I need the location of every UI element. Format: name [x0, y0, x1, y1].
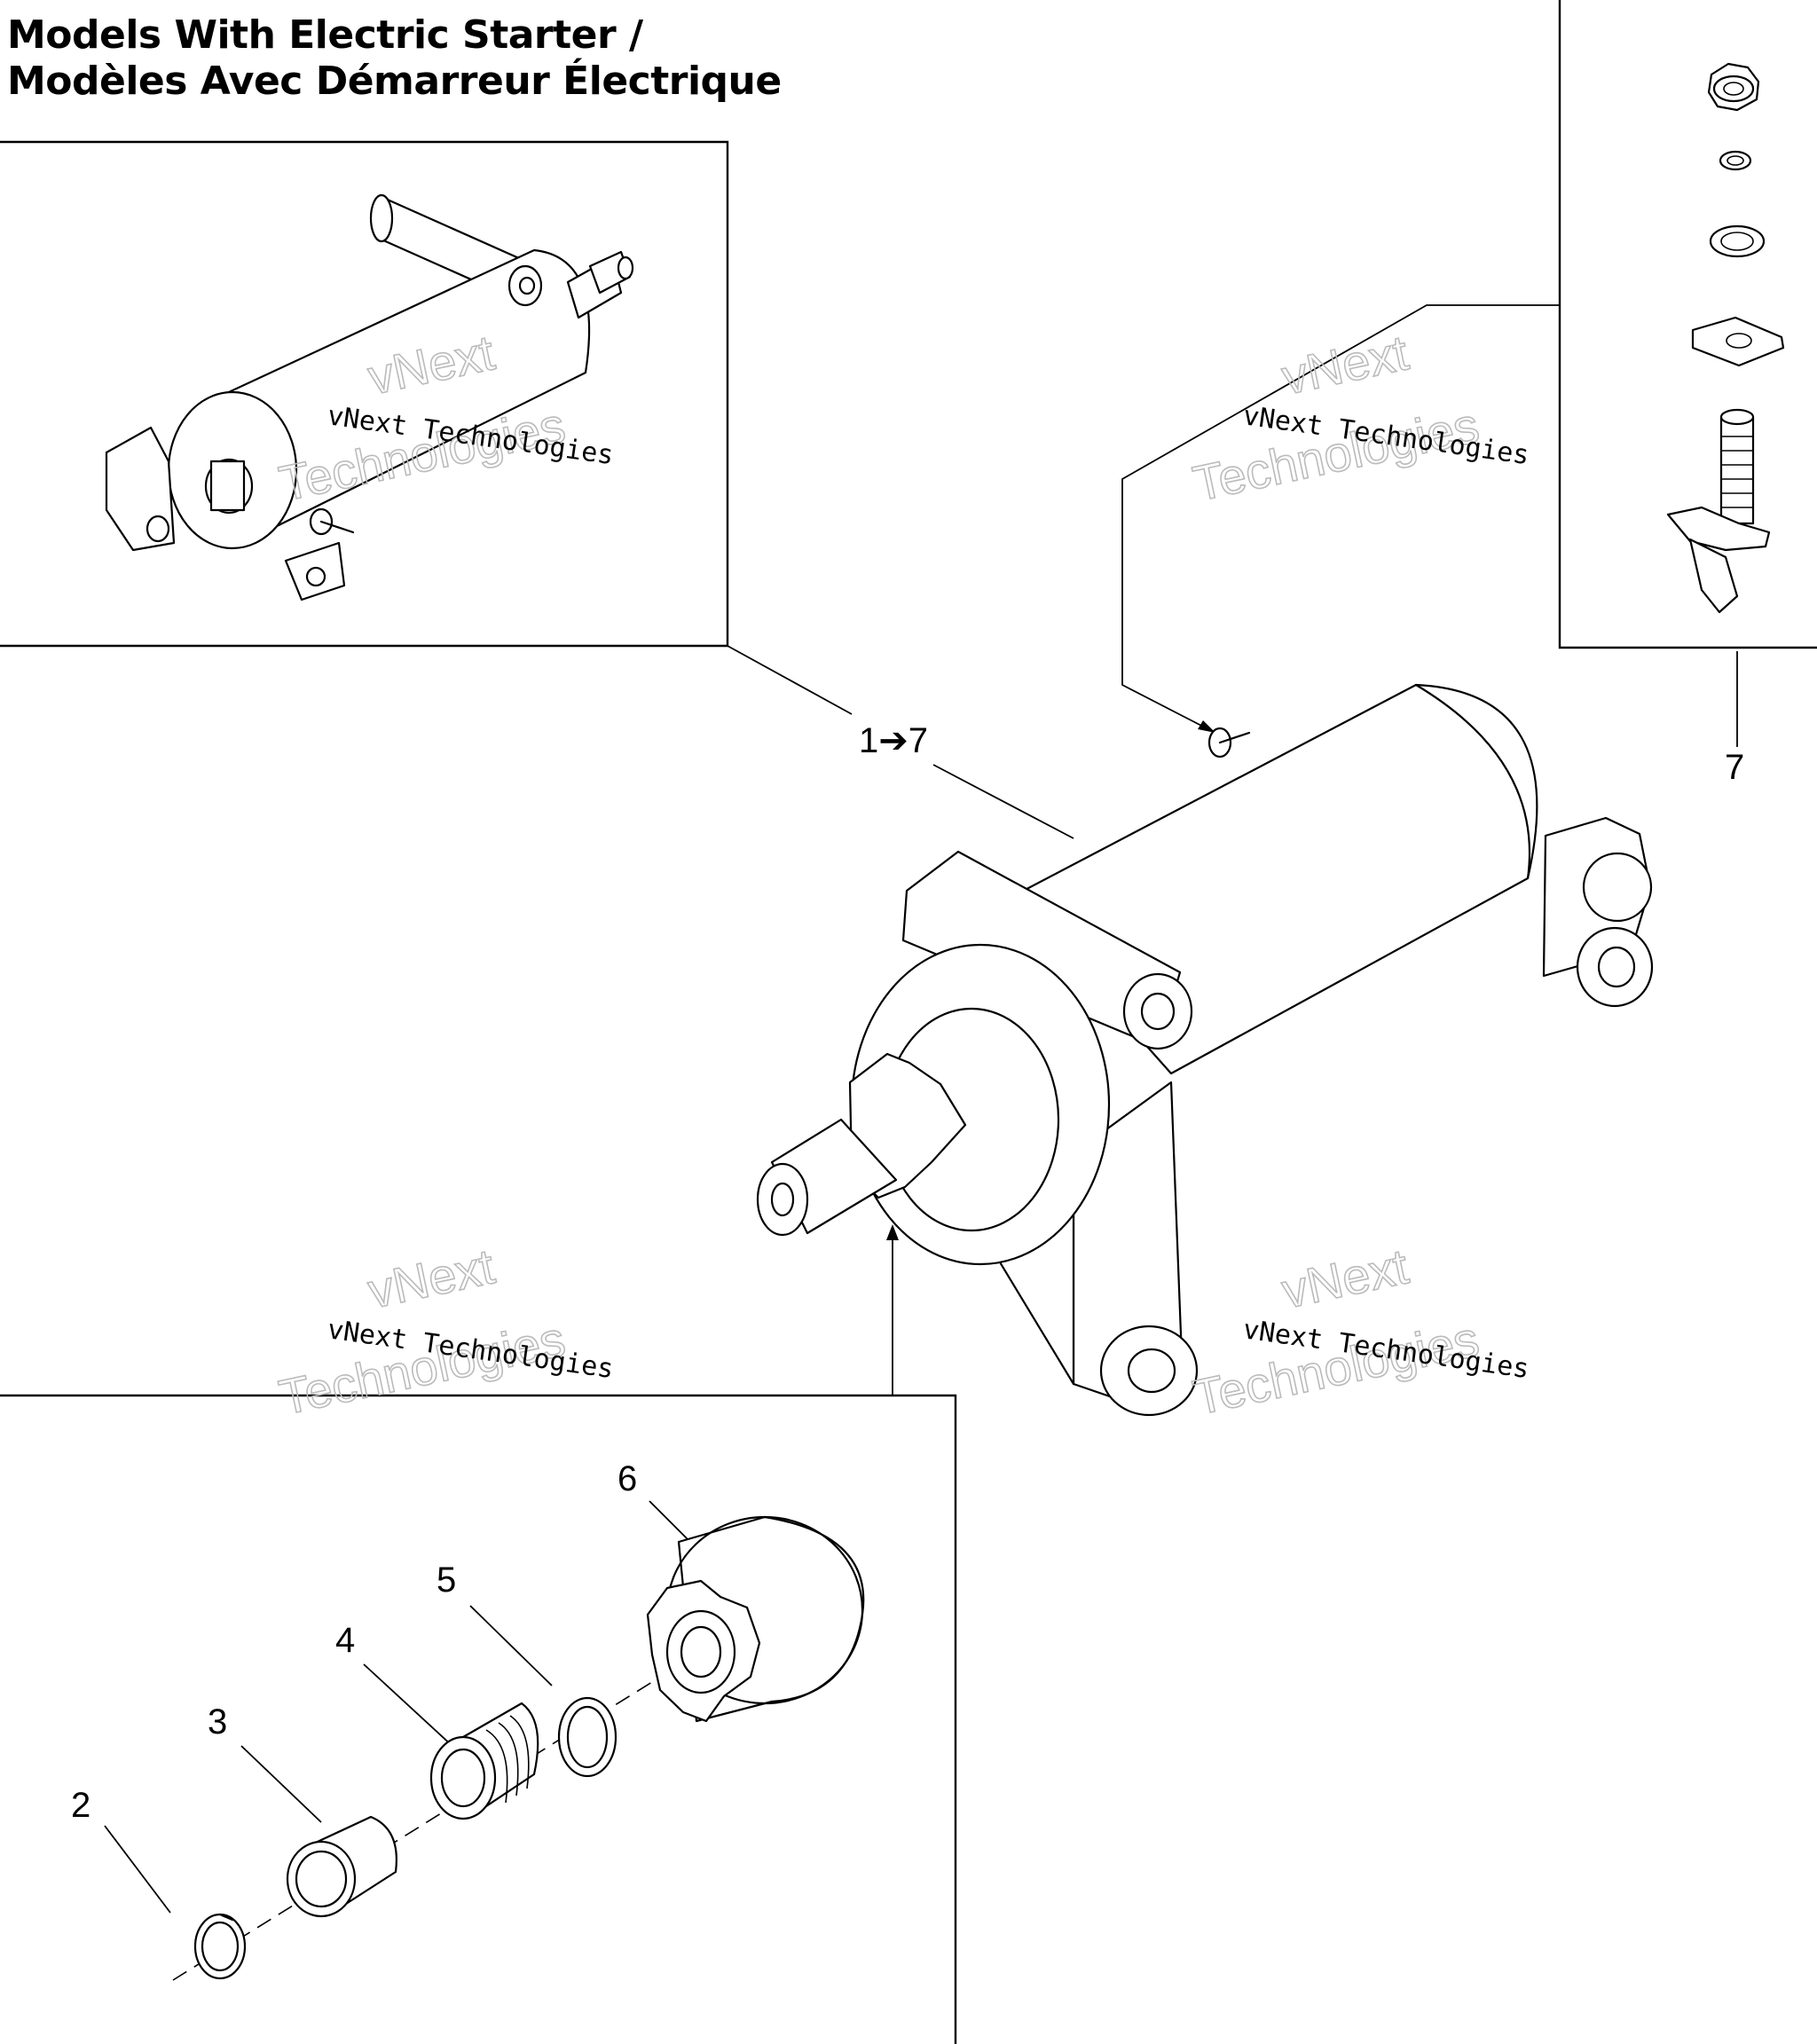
- top-left-inset-frame: [0, 140, 729, 648]
- callout-assembly-1-to-7: 1➔7: [859, 721, 928, 760]
- callout-labels: 1➔7 7 2 3 4 5 6: [71, 721, 1744, 1825]
- terminal-hardware-stack: [1666, 62, 1785, 614]
- bottom-left-inset-frame: [0, 1394, 957, 2044]
- watermark-bottom-left: vNext Technologies vNext Technologies: [274, 1237, 616, 1426]
- part-4-threaded-collar: [429, 1702, 539, 1820]
- watermark-bottom-right: vNext Technologies vNext Technologies: [1188, 1237, 1531, 1426]
- part-6-pinion-gear: [646, 1515, 865, 1723]
- part-2-snap-ring: [193, 1913, 247, 1980]
- title-line-english: Models With Electric Starter /: [7, 12, 643, 58]
- top-right-inset-frame: [1558, 0, 1817, 649]
- svg-text:vNext: vNext: [1277, 324, 1413, 405]
- starter-motor-assembly-drawing: [756, 683, 1654, 1417]
- starter-motor-overview-drawing: [105, 193, 634, 601]
- svg-text:vNext: vNext: [1277, 1238, 1413, 1318]
- part-3-sleeve: [286, 1815, 397, 1918]
- callout-5: 5: [437, 1561, 456, 1600]
- callout-4: 4: [335, 1621, 355, 1660]
- diagram-title: Models With Electric Starter / Modèles A…: [7, 12, 782, 105]
- pinion-drive-exploded-parts: [172, 1515, 865, 1981]
- callout-3: 3: [208, 1702, 227, 1741]
- callout-6: 6: [617, 1459, 637, 1498]
- title-line-french: Modèles Avec Démarreur Électrique: [7, 59, 782, 104]
- watermark-top-right: vNext Technologies vNext Technologies: [1188, 323, 1531, 512]
- leader-lines: [104, 304, 1738, 1914]
- callout-2: 2: [71, 1786, 90, 1825]
- callout-7: 7: [1725, 748, 1744, 787]
- svg-text:vNext: vNext: [363, 1238, 499, 1318]
- part-5-o-ring: [557, 1696, 617, 1778]
